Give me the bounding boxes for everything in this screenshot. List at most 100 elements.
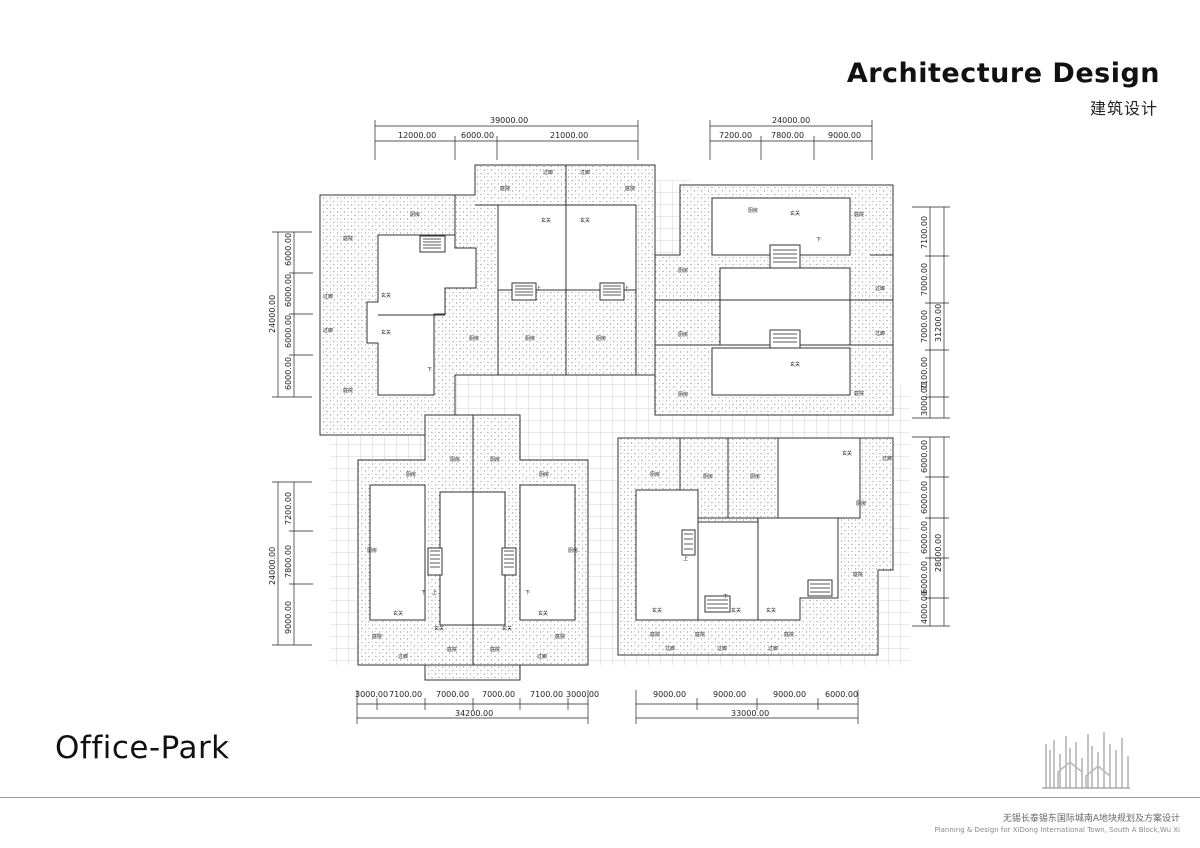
room-label-kitchen: 厨房: [678, 267, 688, 274]
room-label-corridor: 过廊: [537, 653, 547, 660]
svg-text:9000.00: 9000.00: [713, 690, 746, 699]
svg-text:28000.00: 28000.00: [934, 534, 943, 572]
stair-label-up: 上: [432, 589, 437, 596]
room-label-entrance: 玄关: [393, 610, 403, 617]
lower-right-stairs: [684, 533, 830, 609]
svg-text:3000.00: 3000.00: [566, 690, 599, 699]
project-name: Office-Park: [55, 730, 230, 766]
room-label-kitchen: 厨房: [678, 391, 688, 398]
room-label-entrance: 玄关: [381, 329, 391, 336]
footer-rule: [0, 797, 1200, 798]
stair-label-down: 下: [421, 590, 426, 596]
room-label-kitchen: 厨房: [678, 331, 688, 338]
svg-text:6000.00: 6000.00: [284, 357, 293, 390]
room-label-corridor: 过廊: [717, 645, 727, 652]
stair-label-down: 下: [427, 367, 432, 373]
room-label-garden: 庭院: [343, 235, 353, 242]
svg-text:7100.00: 7100.00: [530, 690, 563, 699]
room-label-corridor: 过廊: [398, 653, 408, 660]
room-label-garden: 庭院: [853, 571, 863, 578]
room-label-garden: 庭院: [784, 631, 794, 638]
stair-label-down: 下: [816, 237, 821, 243]
page-subtitle-cn: 建筑设计: [1089, 99, 1158, 118]
room-label-entrance: 玄关: [541, 217, 551, 224]
room-label-entrance: 玄关: [434, 625, 444, 632]
room-label-entrance: 玄关: [652, 607, 662, 614]
room-label-corridor: 过廊: [768, 645, 778, 652]
city-skyline-logo-icon: [1042, 732, 1130, 789]
svg-text:6000.00: 6000.00: [284, 274, 293, 307]
room-label-garden: 庭院: [500, 185, 510, 192]
svg-text:6000.00: 6000.00: [284, 315, 293, 348]
svg-text:3000.00: 3000.00: [355, 690, 388, 699]
upper-left-stairs: [423, 238, 621, 296]
lower-left-stairs: [430, 550, 514, 568]
svg-text:7100.00: 7100.00: [920, 216, 929, 249]
stair-label-down: 下: [723, 594, 728, 600]
room-label-entrance: 玄关: [538, 610, 548, 617]
svg-text:4000.00: 4000.00: [920, 591, 929, 624]
svg-text:24000.00: 24000.00: [268, 295, 277, 333]
svg-text:7200.00: 7200.00: [284, 492, 293, 525]
room-label-corridor: 过廊: [875, 285, 885, 292]
stair-label-down: 下: [525, 590, 530, 596]
room-label-corridor: 过廊: [882, 455, 892, 462]
room-label-kitchen: 厨房: [703, 473, 713, 480]
room-label-kitchen: 厨房: [568, 547, 578, 554]
room-label-corridor: 过廊: [543, 169, 553, 176]
room-label-kitchen: 厨房: [748, 207, 758, 214]
svg-text:6000.00: 6000.00: [920, 561, 929, 594]
building-lower-left: [357, 414, 589, 681]
room-label-garden: 庭院: [555, 633, 565, 640]
svg-text:7100.00: 7100.00: [920, 357, 929, 390]
room-label-corridor: 过廊: [580, 169, 590, 176]
room-label-corridor: 过廊: [665, 645, 675, 652]
svg-text:24000.00: 24000.00: [772, 116, 810, 125]
room-label-garden: 庭院: [372, 633, 382, 640]
room-label-kitchen: 厨房: [450, 456, 460, 463]
room-label-entrance: 玄关: [381, 292, 391, 299]
footer-project-title-en: Planning & Design for XiDong Internation…: [934, 826, 1180, 834]
svg-text:39000.00: 39000.00: [490, 116, 528, 125]
svg-text:7000.00: 7000.00: [920, 310, 929, 343]
svg-text:9000.00: 9000.00: [828, 131, 861, 140]
room-label-kitchen: 厨房: [525, 335, 535, 342]
svg-text:7800.00: 7800.00: [771, 131, 804, 140]
upper-right-stairs: [773, 249, 797, 343]
room-label-entrance: 玄关: [842, 450, 852, 457]
stair-label-up: 上: [536, 285, 541, 292]
svg-text:7200.00: 7200.00: [719, 131, 752, 140]
room-label-garden: 庭院: [625, 185, 635, 192]
svg-text:6000.00: 6000.00: [461, 131, 494, 140]
room-label-kitchen: 厨房: [596, 335, 606, 342]
svg-text:7000.00: 7000.00: [482, 690, 515, 699]
svg-text:24000.00: 24000.00: [268, 547, 277, 585]
room-label-garden: 庭院: [854, 390, 864, 397]
room-label-garden: 庭院: [650, 631, 660, 638]
svg-text:7000.00: 7000.00: [920, 263, 929, 296]
stair-label-up: 上: [683, 555, 688, 562]
room-label-kitchen: 厨房: [469, 335, 479, 342]
room-label-corridor: 过廊: [323, 327, 333, 334]
svg-text:9000.00: 9000.00: [773, 690, 806, 699]
building-upper-left: [319, 164, 656, 436]
building-upper-right: [654, 184, 894, 416]
room-label-garden: 庭院: [695, 631, 705, 638]
room-label-entrance: 玄关: [790, 210, 800, 217]
room-label-garden: 庭院: [343, 387, 353, 394]
room-label-kitchen: 厨房: [406, 471, 416, 478]
room-label-garden: 庭院: [490, 646, 500, 653]
room-label-garden: 庭院: [854, 211, 864, 218]
svg-text:21000.00: 21000.00: [550, 131, 588, 140]
room-label-kitchen: 厨房: [856, 500, 866, 507]
room-label-kitchen: 厨房: [750, 473, 760, 480]
dimension-texts: 39000.00 12000.00 6000.00 21000.00 24000…: [268, 116, 943, 718]
svg-text:9000.00: 9000.00: [653, 690, 686, 699]
svg-text:6000.00: 6000.00: [920, 440, 929, 473]
svg-text:31200.00: 31200.00: [934, 304, 943, 342]
svg-text:9000.00: 9000.00: [284, 601, 293, 634]
svg-text:3000.00: 3000.00: [920, 383, 929, 416]
stair-label-up: 上: [624, 285, 629, 292]
room-label-kitchen: 厨房: [410, 211, 420, 218]
room-label-entrance: 玄关: [502, 625, 512, 632]
